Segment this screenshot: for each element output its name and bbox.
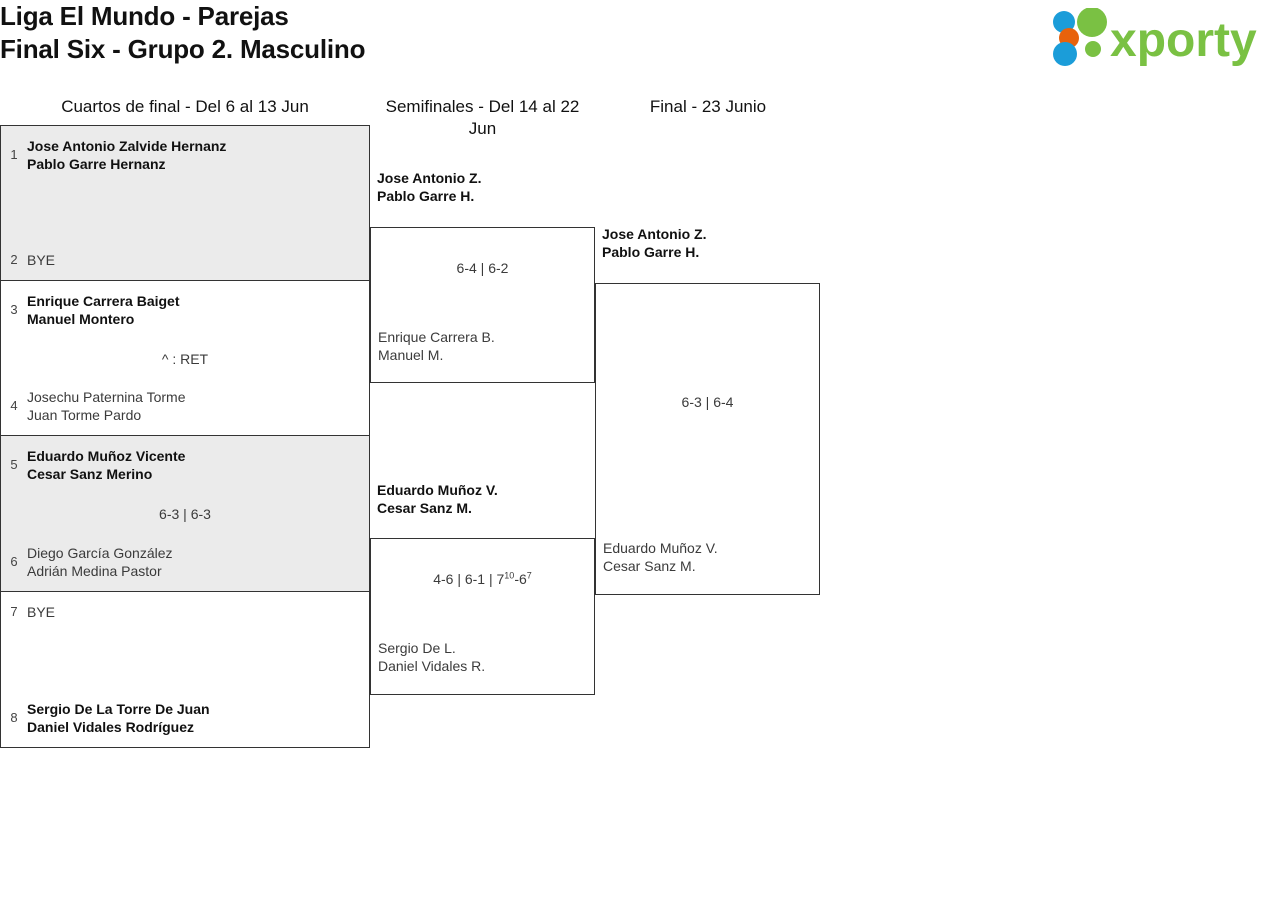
seed-number: 8 bbox=[10, 710, 18, 725]
match-score: 6-3 | 6-4 bbox=[681, 394, 734, 410]
page-header: Liga El Mundo - Parejas Final Six - Grup… bbox=[0, 0, 1280, 80]
match-score: 6-3 | 6-3 bbox=[159, 506, 211, 522]
logo-dot-blue-bottom bbox=[1053, 42, 1077, 66]
player-names: Eduardo Muñoz Vicente Cesar Sanz Merino bbox=[27, 448, 186, 482]
page-title: Liga El Mundo - Parejas Final Six - Grup… bbox=[0, 1, 366, 64]
match-quarterfinal-4[interactable]: 7 BYE 8 Sergio De La Torre De Juan Danie… bbox=[0, 591, 370, 748]
semifinal-1-top-advancer[interactable]: Jose Antonio Z. Pablo Garre H. bbox=[377, 170, 482, 204]
score-tiebreak-sup-loser: 7 bbox=[526, 570, 532, 581]
player-names: Diego García González Adrián Medina Past… bbox=[27, 545, 173, 579]
round-header-final: Final - 23 Junio bbox=[649, 97, 767, 116]
round-header-quarterfinals: Cuartos de final - Del 6 al 13 Jun bbox=[61, 97, 309, 116]
match-slot-bottom[interactable]: 2 BYE bbox=[1, 251, 369, 269]
match-slot-top[interactable]: 1 Jose Antonio Zalvide Hernanz Pablo Gar… bbox=[1, 137, 369, 173]
score-part-dash: -6 bbox=[514, 571, 527, 587]
seed-number: 2 bbox=[10, 252, 18, 267]
match-final[interactable]: 6-3 | 6-4 Eduardo Muñoz V. Cesar Sanz M. bbox=[595, 283, 820, 595]
seed-number: 5 bbox=[10, 457, 18, 472]
match-slot-top[interactable]: 7 BYE bbox=[1, 603, 369, 621]
match-quarterfinal-2[interactable]: 3 Enrique Carrera Baiget Manuel Montero … bbox=[0, 280, 370, 436]
xporty-logo-svg: xporty bbox=[1053, 7, 1257, 67]
match-quarterfinal-3[interactable]: 5 Eduardo Muñoz Vicente Cesar Sanz Merin… bbox=[0, 435, 370, 592]
score-part-sets: 4-6 | 6-1 | 7 bbox=[433, 571, 505, 587]
match-score: ^ : RET bbox=[161, 351, 209, 367]
semifinal-1-bottom-advancer[interactable]: Enrique Carrera B. Manuel M. bbox=[378, 329, 495, 363]
logo-dot-green-small bbox=[1085, 41, 1101, 57]
match-slot-top[interactable]: 5 Eduardo Muñoz Vicente Cesar Sanz Merin… bbox=[1, 447, 369, 483]
player-names: BYE bbox=[27, 604, 56, 620]
logo-dot-blue-top bbox=[1053, 11, 1075, 33]
seed-number: 1 bbox=[10, 147, 18, 162]
player-names: BYE bbox=[27, 252, 56, 268]
match-semifinal-2[interactable]: 4-6 | 6-1 | 710-67 Sergio De L. Daniel V… bbox=[370, 538, 595, 695]
player-names: Josechu Paternina Torme Juan Torme Pardo bbox=[27, 389, 186, 423]
match-score: 4-6 | 6-1 | 710-67 bbox=[371, 570, 594, 588]
seed-number: 4 bbox=[10, 398, 18, 413]
xporty-logo: xporty bbox=[1048, 7, 1274, 67]
player-names: Enrique Carrera Baiget Manuel Montero bbox=[27, 293, 180, 327]
match-semifinal-1[interactable]: 6-4 | 6-2 Enrique Carrera B. Manuel M. bbox=[370, 227, 595, 383]
final-bottom-advancer[interactable]: Eduardo Muñoz V. Cesar Sanz M. bbox=[603, 540, 718, 574]
semifinal-2-bottom-advancer[interactable]: Sergio De L. Daniel Vidales R. bbox=[378, 640, 486, 674]
seed-number: 3 bbox=[10, 302, 18, 317]
match-slot-bottom[interactable]: 4 Josechu Paternina Torme Juan Torme Par… bbox=[1, 388, 369, 424]
logo-dot-green-big bbox=[1077, 7, 1107, 37]
logo-wordmark: xporty bbox=[1110, 14, 1257, 66]
player-names: Sergio De La Torre De Juan Daniel Vidale… bbox=[27, 701, 210, 735]
score-tiebreak-sup-winner: 10 bbox=[504, 570, 515, 581]
seed-number: 7 bbox=[10, 604, 18, 619]
player-names: Jose Antonio Zalvide Hernanz Pablo Garre… bbox=[27, 138, 227, 172]
tournament-bracket: 1 Jose Antonio Zalvide Hernanz Pablo Gar… bbox=[0, 125, 1280, 765]
match-quarterfinal-1[interactable]: 1 Jose Antonio Zalvide Hernanz Pablo Gar… bbox=[0, 125, 370, 281]
match-slot-top[interactable]: 3 Enrique Carrera Baiget Manuel Montero bbox=[1, 292, 369, 328]
semifinal-2-top-advancer[interactable]: Eduardo Muñoz V. Cesar Sanz M. bbox=[377, 482, 498, 516]
round-header-semifinals: Semifinales - Del 14 al 22 Jun bbox=[385, 97, 580, 138]
final-top-advancer[interactable]: Jose Antonio Z. Pablo Garre H. bbox=[602, 226, 707, 260]
match-slot-bottom[interactable]: 8 Sergio De La Torre De Juan Daniel Vida… bbox=[1, 700, 369, 736]
match-score: 6-4 | 6-2 bbox=[456, 260, 509, 276]
seed-number: 6 bbox=[10, 554, 18, 569]
match-slot-bottom[interactable]: 6 Diego García González Adrián Medina Pa… bbox=[1, 544, 369, 580]
